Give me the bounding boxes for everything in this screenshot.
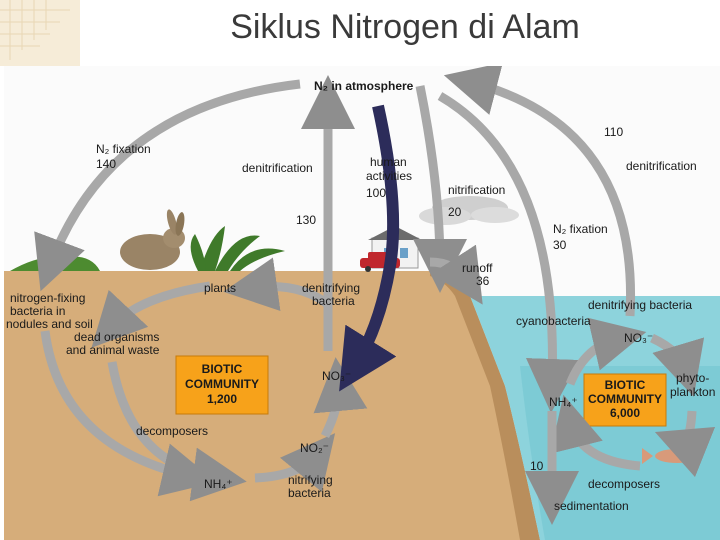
nh4-land-label: NH₄⁺	[204, 477, 233, 491]
human-activities-label-2: activities	[366, 169, 412, 183]
nitrification-label: nitrification	[448, 183, 505, 197]
denitrification-land-value: 130	[296, 213, 316, 227]
nh4-ocean-label: NH₄⁺	[549, 395, 578, 409]
arrow-plants-to-dead	[91, 281, 211, 348]
arrow-nh4-to-no3	[565, 317, 647, 386]
nitrifying-bacteria-label-2: bacteria	[288, 486, 331, 500]
no3-land-label: NO₃⁻	[322, 369, 351, 383]
denitrification-ocean-value: 110	[604, 125, 623, 139]
arrow-nitrogen-fixing-down	[40, 330, 217, 497]
decomposers-ocean-label: decomposers	[588, 477, 660, 491]
arrow-human-activities	[339, 104, 400, 392]
sedimentation-label: sedimentation	[554, 499, 629, 513]
denitrifying-bacteria-land-label-1: denitrifying	[302, 281, 360, 295]
nitrogen-cycle-diagram: N₂ in atmosphere N₂ fixation 140 denitri…	[4, 66, 720, 540]
human-activities-value: 100	[366, 186, 386, 200]
soil	[4, 271, 540, 540]
runoff-label: runoff	[462, 261, 493, 275]
n2-fixation-ocean-label: N₂ fixation	[553, 222, 608, 236]
human-activities-label-1: human	[370, 155, 407, 169]
biotic-community-land-box	[175, 355, 269, 415]
denitrifying-bacteria-land-label-2: bacteria	[312, 294, 355, 308]
biotic-ocean-line-1: BIOTIC	[605, 378, 646, 392]
dead-organisms-label-2: and animal waste	[66, 343, 160, 357]
arrow-n2-fixation-ocean	[437, 92, 580, 413]
arrow-plants	[223, 257, 333, 312]
arrow-nh4-to-no2	[254, 433, 336, 492]
biotic-land-line-2: COMMUNITY	[185, 377, 259, 391]
biotic-ocean-line-3: 6,000	[610, 406, 640, 420]
phytoplankton-label-1: phyto-	[676, 371, 709, 385]
dead-organisms-label-1: dead organisms	[74, 330, 159, 344]
soil-shadow	[430, 271, 540, 540]
slide-title: Siklus Nitrogen di Alam	[230, 8, 580, 46]
corner-decoration	[0, 0, 80, 66]
biotic-land-line-3: 1,200	[207, 392, 237, 406]
nitrification-value: 20	[448, 205, 462, 219]
denitrification-ocean-label: denitrification	[626, 159, 697, 173]
no3-ocean-label: NO₃⁻	[624, 331, 653, 345]
sediment-value: 10	[530, 459, 544, 473]
decomposers-land-label: decomposers	[136, 424, 208, 438]
nitrogen-fixing-label-2: bacteria in	[10, 304, 65, 318]
biotic-land-line-1: BIOTIC	[202, 362, 243, 376]
arrow-decomp-to-nh4	[550, 394, 641, 471]
denitrification-land-label: denitrification	[242, 161, 313, 175]
biotic-ocean-line-2: COMMUNITY	[588, 392, 662, 406]
rabbit-icon	[120, 209, 185, 270]
no2-label: NO₂⁻	[300, 441, 329, 455]
cyanobacteria-label: cyanobacteria	[516, 314, 591, 328]
nitrogen-fixing-label-1: nitrogen-fixing	[10, 291, 85, 305]
plants-label: plants	[204, 281, 236, 295]
n2-fixation-land-value: 140	[96, 157, 116, 171]
arrow-no2-to-no3	[313, 357, 368, 439]
arrow-denitrification-ocean	[443, 66, 636, 317]
arrow-n2-fixation-land	[34, 79, 301, 292]
n2-fixation-ocean-value: 30	[553, 238, 567, 252]
atmosphere-label: N₂ in atmosphere	[314, 79, 414, 93]
phytoplankton-label-2: plankton	[670, 385, 715, 399]
arrow-runoff	[429, 244, 483, 305]
nitrogen-fixing-label-3: nodules and soil	[6, 317, 93, 331]
arrow-no3-to-phyto	[650, 333, 705, 397]
runoff-value: 36	[476, 274, 490, 288]
nitrifying-bacteria-label-1: nitrifying	[288, 473, 333, 487]
n2-fixation-land-label: N₂ fixation	[96, 142, 151, 156]
arrow-phyto-to-decomp	[654, 410, 716, 478]
denitrifying-bacteria-ocean-label: denitrifying bacteria	[588, 298, 692, 312]
